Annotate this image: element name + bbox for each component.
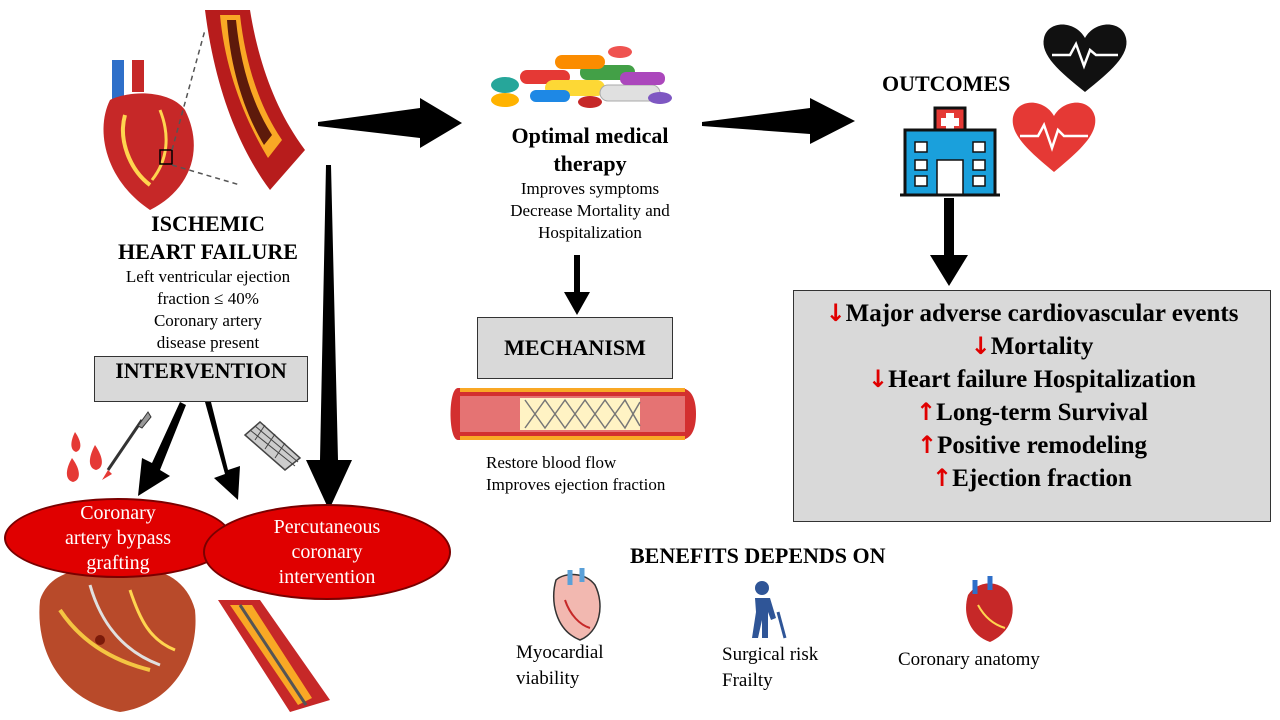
down-arrow-icon: ↓ — [825, 299, 846, 327]
outcome-item: ↑Positive remodeling — [794, 429, 1270, 462]
arrow-to-pci-icon — [205, 402, 240, 500]
outcome-item: ↓Major adverse cardiovascular events — [794, 297, 1270, 330]
outcome-item: ↑Ejection fraction — [794, 462, 1270, 495]
outcome-text: Positive remodeling — [937, 432, 1148, 459]
artery-segment-icon — [205, 10, 305, 190]
ischemic-criteria-2: fraction ≤ 40% — [157, 289, 259, 308]
benefit-surgical: Surgical risk Frailty — [722, 642, 818, 694]
arrow-to-outcomes-icon — [702, 98, 855, 144]
blood-drops-icon — [66, 432, 102, 482]
down-arrow-icon: ↓ — [970, 332, 991, 360]
cabg-line-2: artery bypass — [64, 526, 172, 549]
stent-vessel-icon — [450, 388, 696, 440]
mechanism-label: MECHANISM — [504, 335, 646, 360]
pci-line-2: coronary — [291, 540, 363, 563]
benefit-anatomy: Coronary anatomy — [898, 647, 1040, 673]
benefit-myocardial-line1: Myocardial — [516, 642, 604, 663]
intervention-label: INTERVENTION — [115, 358, 287, 383]
pci-catheter-icon — [218, 600, 330, 712]
outcome-text: Long-term Survival — [936, 399, 1148, 426]
ischemic-criteria-4: disease present — [156, 333, 260, 352]
pci-line-3: intervention — [278, 565, 376, 588]
heart-viability-icon — [552, 568, 601, 641]
benefit-surgical-line1: Surgical risk — [722, 644, 819, 665]
arrow-to-mechanism-icon — [564, 255, 590, 315]
outcome-text: Major adverse cardiovascular events — [845, 300, 1239, 327]
red-heart-ecg-icon — [1012, 102, 1096, 172]
mechanism-effect-2: Improves ejection fraction — [486, 475, 666, 494]
black-heart-ecg-icon — [1043, 24, 1127, 92]
omt-title-line2: therapy — [553, 151, 627, 176]
benefit-myocardial: Myocardial viability — [516, 640, 604, 692]
pci-line-1: Percutaneous — [273, 515, 381, 538]
heart-illustration-icon — [103, 60, 194, 210]
omt-effect-1: Improves symptoms — [520, 179, 660, 198]
elderly-person-cane-icon — [752, 581, 787, 639]
arrow-to-outcome-list-icon — [930, 198, 968, 286]
outcomes-title: OUTCOMES — [882, 70, 1010, 98]
cabg-oval: Coronary artery bypass grafting — [4, 498, 232, 578]
arrow-to-omt-icon — [318, 98, 462, 148]
outcome-text: Ejection fraction — [952, 465, 1132, 492]
benefit-anatomy-text: Coronary anatomy — [898, 649, 1040, 670]
ischemic-criteria-1: Left ventricular ejection — [125, 267, 291, 286]
outcomes-list-box: ↓Major adverse cardiovascular events ↓Mo… — [793, 290, 1271, 522]
ischemic-title-line1: ISCHEMIC — [151, 211, 265, 236]
outcome-text: Mortality — [990, 333, 1094, 360]
anatomical-heart-icon — [966, 576, 1013, 642]
mesh-stent-icon — [243, 420, 302, 471]
down-arrow-icon: ↓ — [868, 365, 889, 393]
intervention-box: INTERVENTION — [94, 356, 308, 402]
ischemic-criteria-3: Coronary artery — [153, 311, 263, 330]
scalpel-icon — [102, 411, 152, 480]
omt-effect-2: Decrease Mortality and — [510, 201, 670, 220]
omt-block: Optimal medical therapy Improves symptom… — [470, 122, 710, 244]
outcome-item: ↑Long-term Survival — [794, 396, 1270, 429]
up-arrow-icon: ↑ — [916, 398, 937, 426]
up-arrow-icon: ↑ — [916, 431, 938, 459]
pci-oval: Percutaneous coronary intervention — [203, 504, 451, 600]
hospital-icon — [900, 106, 1000, 197]
cabg-line-1: Coronary — [80, 501, 156, 524]
mechanism-effects: Restore blood flow Improves ejection fra… — [486, 452, 746, 496]
cabg-heart-icon — [39, 568, 196, 712]
ischemic-heart-failure-block: ISCHEMIC HEART FAILURE Left ventricular … — [88, 210, 328, 354]
omt-effect-3: Hospitalization — [538, 223, 642, 242]
up-arrow-icon: ↑ — [932, 464, 953, 492]
arrow-down-to-pci-icon — [306, 165, 352, 510]
outcome-item: ↓Heart failure Hospitalization — [794, 363, 1270, 396]
mechanism-box: MECHANISM — [477, 317, 673, 379]
benefits-title: BENEFITS DEPENDS ON — [630, 542, 886, 570]
benefit-myocardial-line2: viability — [516, 668, 580, 689]
mechanism-effect-1: Restore blood flow — [486, 453, 617, 472]
arrow-to-cabg-icon — [138, 402, 186, 496]
ischemic-title-line2: HEART FAILURE — [118, 239, 298, 264]
omt-title-line1: Optimal medical — [511, 123, 669, 148]
outcome-text: Heart failure Hospitalization — [888, 366, 1196, 393]
cabg-line-3: grafting — [86, 551, 150, 574]
pills-icon — [491, 46, 672, 108]
outcomes-label: OUTCOMES — [882, 71, 1011, 96]
benefits-label: BENEFITS DEPENDS ON — [630, 543, 886, 568]
outcome-item: ↓Mortality — [794, 330, 1270, 363]
benefit-surgical-line2: Frailty — [722, 670, 773, 691]
